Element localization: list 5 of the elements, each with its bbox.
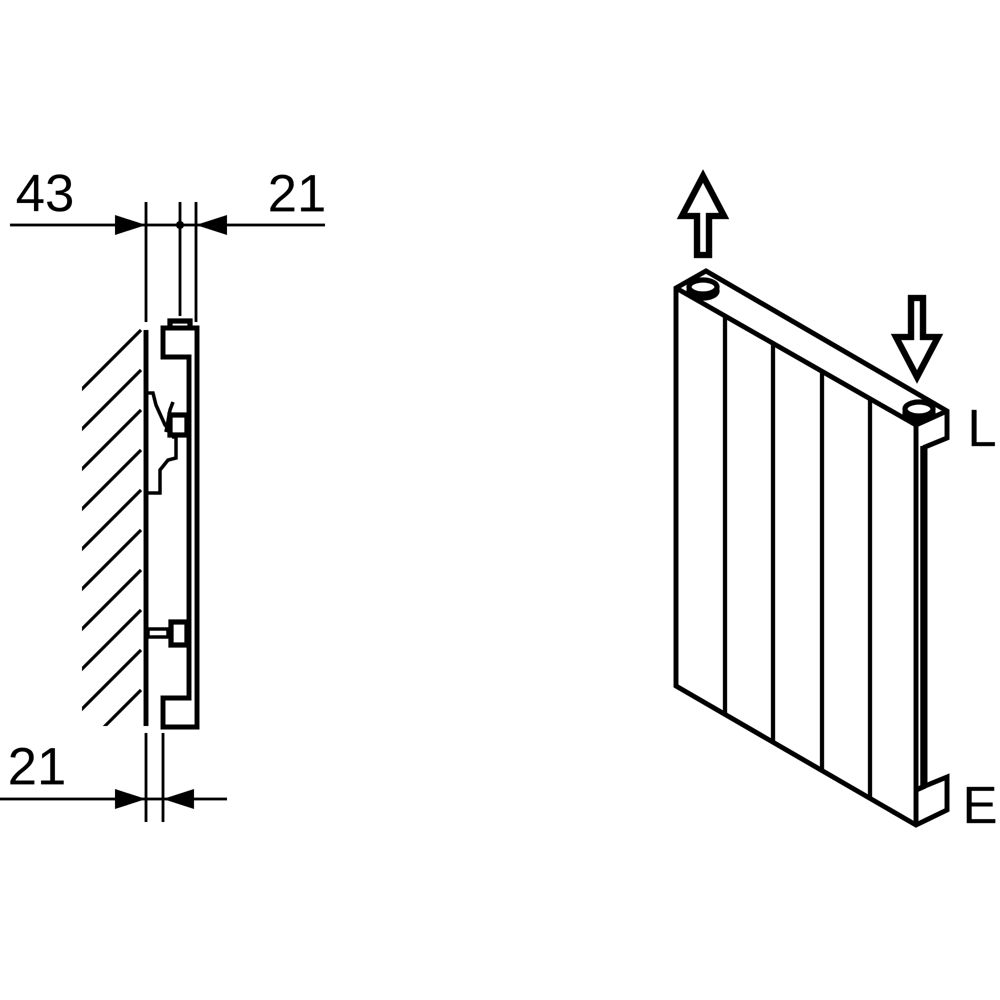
connection-label: E [966,786,996,824]
dimension-label: 21 [10,748,64,784]
dimension-label: 21 [270,174,324,212]
connection-label: L [972,410,995,446]
dimension-label: 43 [16,174,72,212]
